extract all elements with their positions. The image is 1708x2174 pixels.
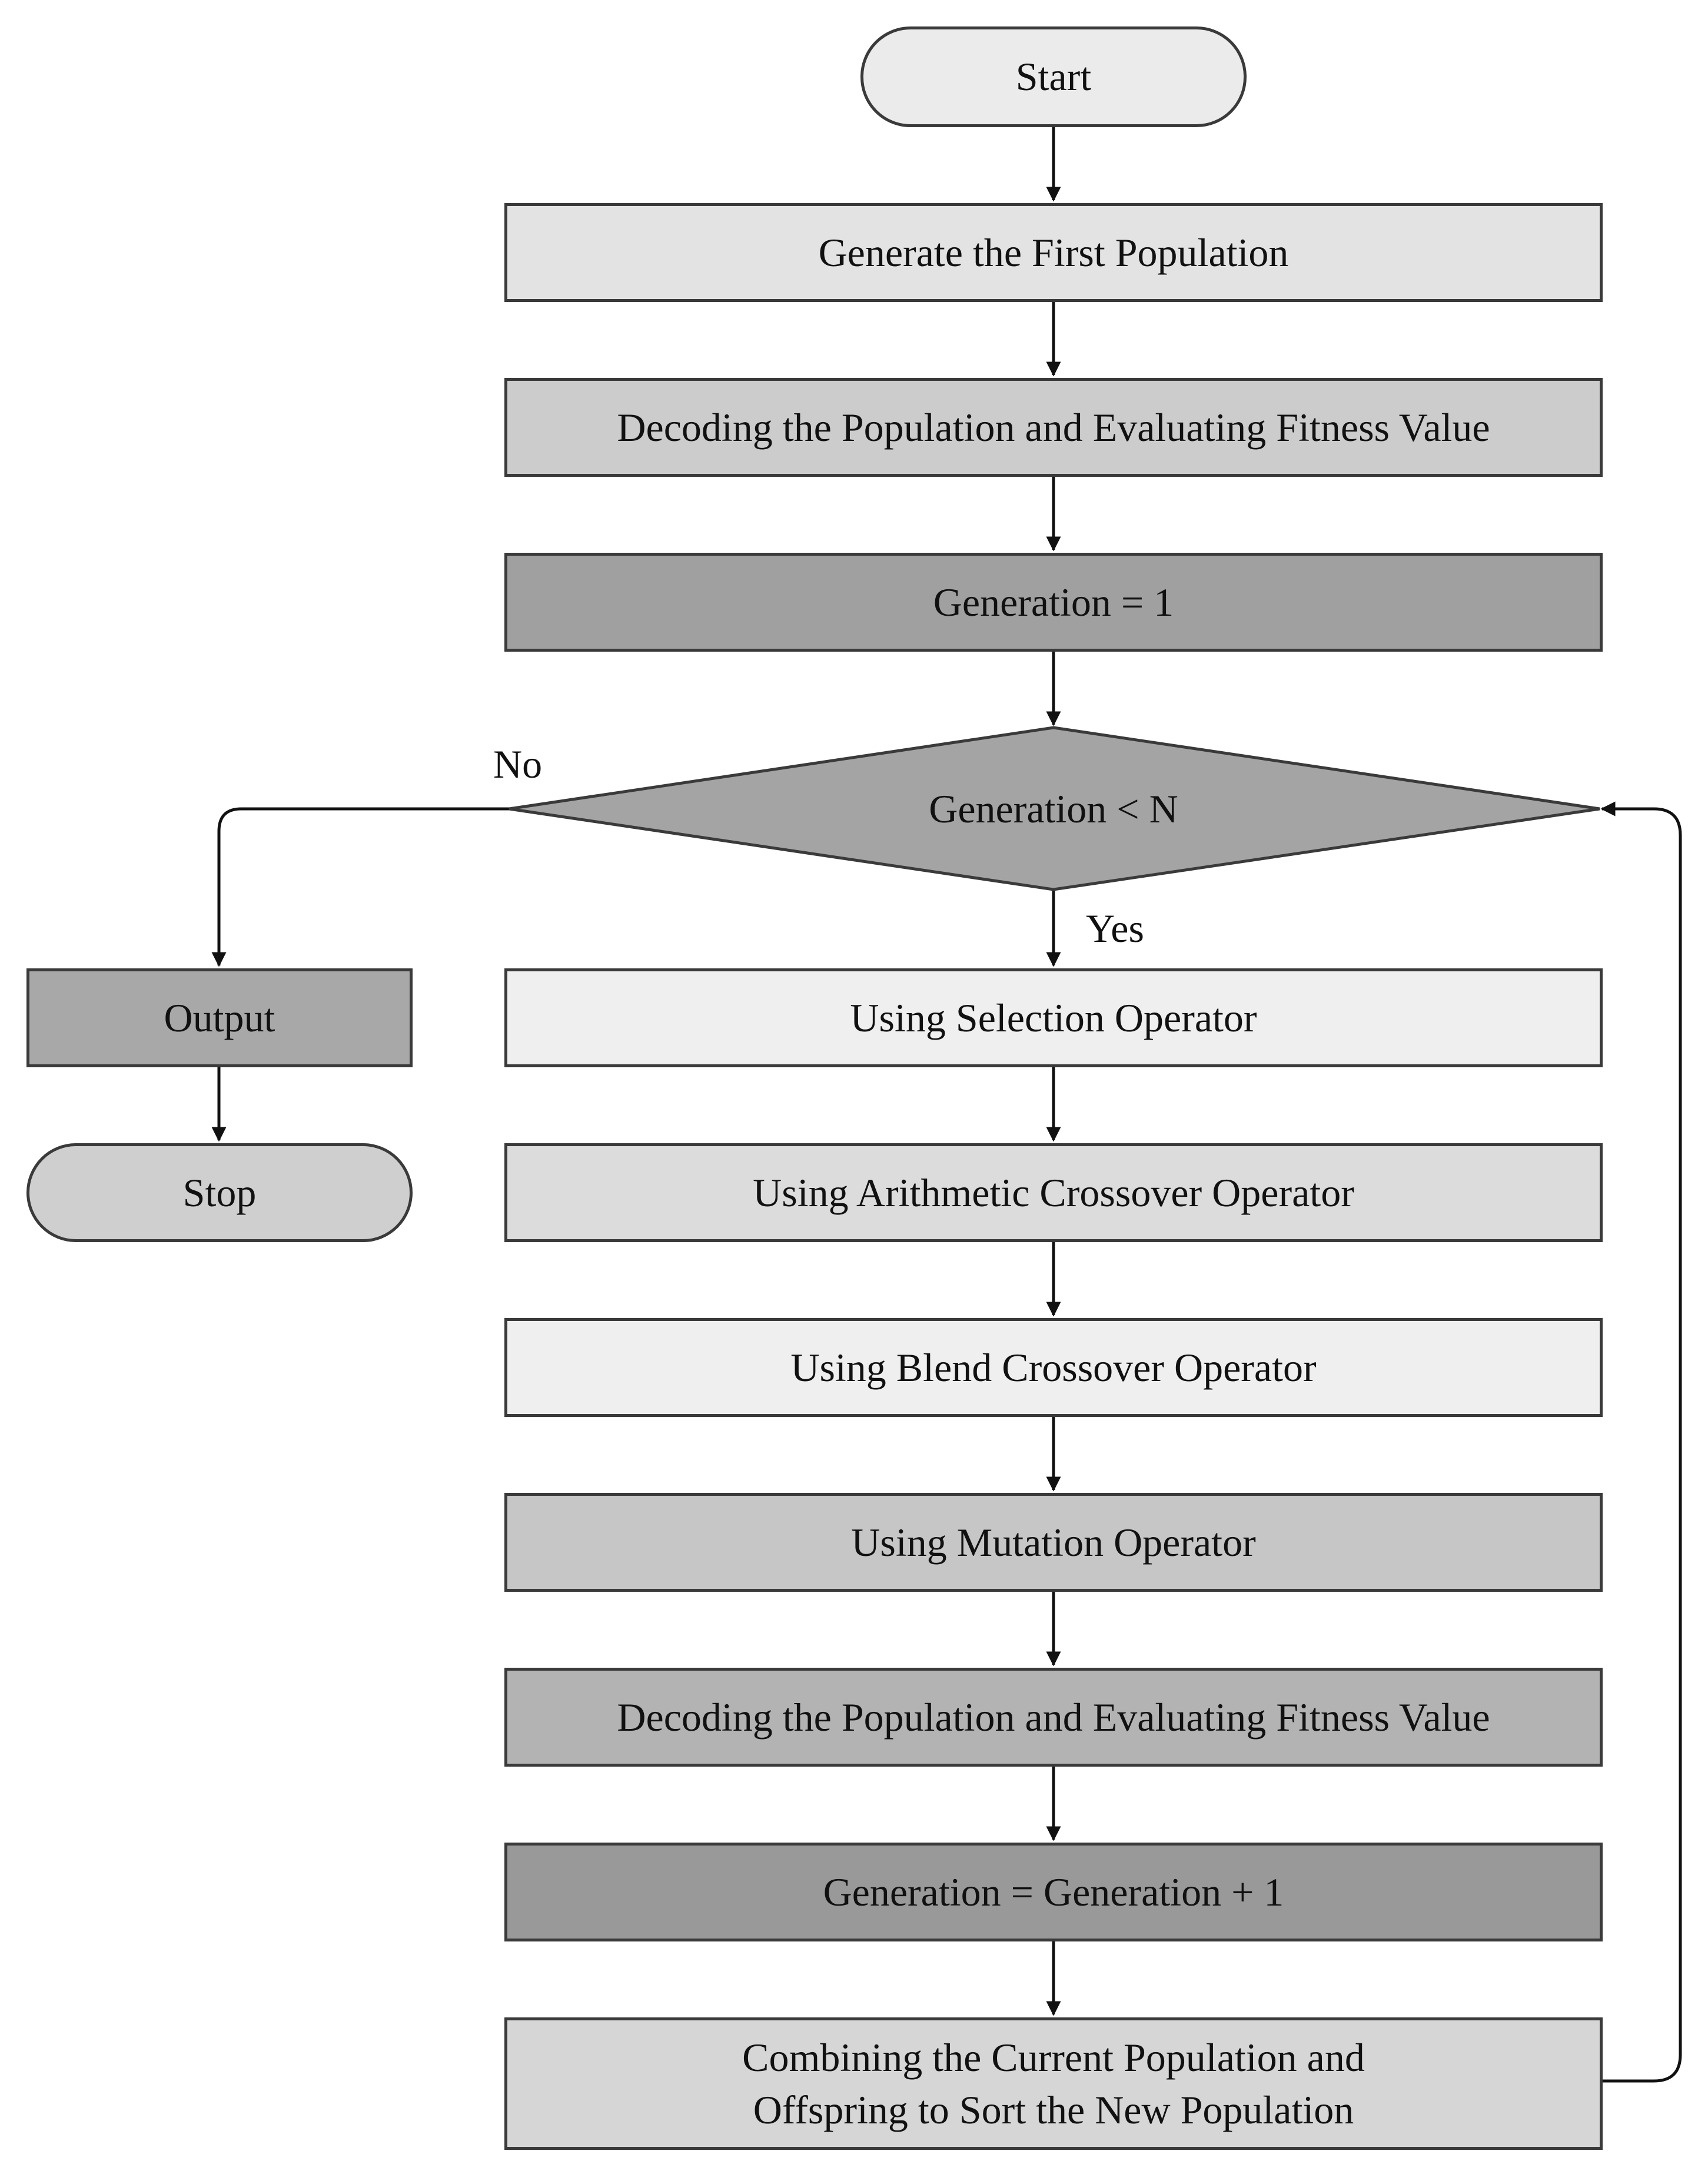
- generation-init-label: Generation = 1: [933, 579, 1174, 625]
- output-step: Output: [26, 968, 413, 1067]
- decode-evaluate-label-2: Decoding the Population and Evaluating F…: [617, 1694, 1490, 1740]
- selection-step: Using Selection Operator: [504, 968, 1603, 1067]
- arithmetic-crossover-step: Using Arithmetic Crossover Operator: [504, 1143, 1603, 1242]
- combine-label-line-2: Offspring to Sort the New Population: [753, 2087, 1354, 2132]
- arrow-loop-back: [1600, 801, 1682, 2083]
- combine-population-step: Combining the Current Population and Off…: [504, 2017, 1603, 2150]
- decision-label: Generation < N: [929, 786, 1178, 831]
- decode-evaluate-step-2: Decoding the Population and Evaluating F…: [504, 1668, 1603, 1767]
- no-label: No: [493, 742, 543, 786]
- yes-label: Yes: [1086, 906, 1144, 951]
- start-label: Start: [1015, 54, 1092, 99]
- blend-crossover-label: Using Blend Crossover Operator: [790, 1345, 1317, 1390]
- generate-population-step: Generate the First Population: [504, 203, 1603, 302]
- stop-terminal: Stop: [26, 1143, 413, 1242]
- arithmetic-crossover-label: Using Arithmetic Crossover Operator: [753, 1170, 1354, 1215]
- generate-population-label: Generate the First Population: [818, 230, 1289, 275]
- start-terminal: Start: [860, 26, 1247, 127]
- combine-label-line-1: Combining the Current Population and: [742, 2035, 1365, 2080]
- stop-label: Stop: [182, 1170, 257, 1215]
- arrow-decision-output: [211, 807, 509, 967]
- generation-increment-label: Generation = Generation + 1: [823, 1869, 1284, 1914]
- decision-label-box: Generation < N: [759, 777, 1348, 841]
- decode-evaluate-step-1: Decoding the Population and Evaluating F…: [504, 378, 1603, 477]
- decode-evaluate-label-1: Decoding the Population and Evaluating F…: [617, 404, 1490, 450]
- output-label: Output: [164, 995, 275, 1040]
- selection-label: Using Selection Operator: [850, 995, 1257, 1040]
- blend-crossover-step: Using Blend Crossover Operator: [504, 1318, 1603, 1417]
- decision-diamond: [509, 726, 1600, 891]
- generation-increment-step: Generation = Generation + 1: [504, 1843, 1603, 1941]
- generation-init-step: Generation = 1: [504, 553, 1603, 652]
- mutation-label: Using Mutation Operator: [851, 1519, 1256, 1565]
- mutation-step: Using Mutation Operator: [504, 1493, 1603, 1592]
